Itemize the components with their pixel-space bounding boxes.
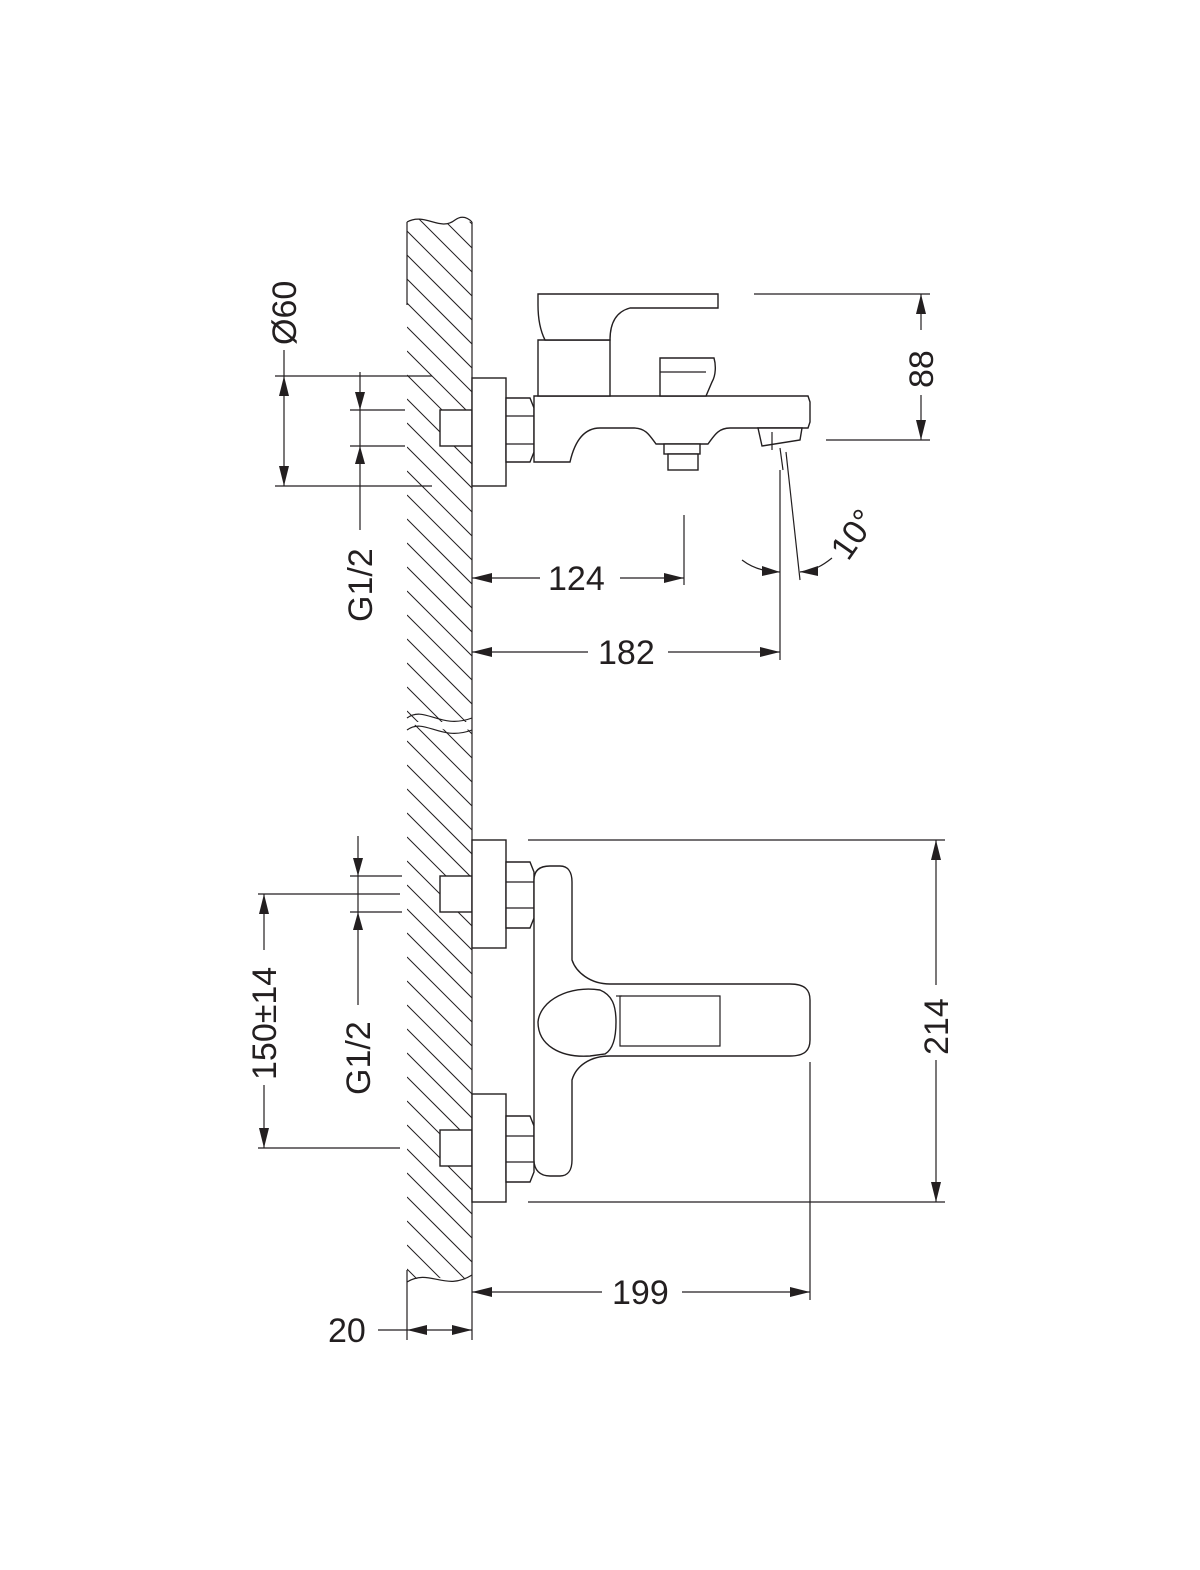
hatch-line [407,1244,472,1282]
hatch-line [407,1196,472,1263]
hatch-line [407,884,472,951]
hatch-line [407,1293,472,1358]
dim-214-label: 214 [918,998,956,1055]
mixer-side-view [439,293,811,487]
hatch-line [407,326,472,393]
dim-20-label: 20 [328,1312,366,1350]
dim-182-label: 182 [598,634,655,672]
hatch-line [407,1317,472,1382]
hatch-line [407,645,472,710]
mixer-body [533,395,811,463]
hatch-line [407,710,472,722]
wall-hatch-top [407,135,472,848]
hatch-line [407,219,472,249]
hatch-line [407,135,472,200]
hatch-line [407,740,472,807]
hatch-line [407,1004,472,1071]
hatch-line [407,219,472,225]
hatch-line [407,783,472,848]
hatch-line [407,735,472,800]
hatch-line [407,1052,472,1119]
hatch-line [407,1341,472,1406]
hatch-line [407,759,472,824]
hatch-line [407,724,472,783]
dim-angle-label: 10° [823,503,884,567]
dimension-lines [258,293,945,1340]
hatch-line [407,1172,472,1239]
hatch-line [407,956,472,1023]
wall-break-bottom [406,1274,473,1283]
flange-upper [471,839,507,949]
hatch-line [407,724,472,759]
flange-lower [471,1093,507,1203]
wall-break-middle [406,713,473,734]
cartridge-housing [537,339,611,397]
inlet-pipe-lower [439,1129,473,1167]
spout-aerator [757,427,803,447]
cartridge-cap [537,988,617,1057]
dim-199-label: 199 [612,1274,669,1312]
hatch-line [407,254,472,321]
hatch-line [407,590,472,657]
inlet-pipe-upper [439,875,473,913]
hatch-line [407,494,472,561]
wall-hatch-bottom [407,645,472,1430]
wall-break-top [406,216,473,225]
hatch-line [407,278,472,345]
hatch-line [407,1365,472,1430]
dim-centers-label: 150±14 [246,967,284,1080]
hatch-line [407,638,472,705]
hex-nut-upper [505,861,535,929]
hatch-line [407,1268,472,1282]
hatch-line [407,230,472,297]
hatch-line [407,614,472,681]
lever-handle [537,293,719,341]
dim-124-label: 124 [548,560,605,598]
dim-thread-top-label: G1/2 [342,548,380,622]
dim-diameter-label: Ø60 [266,281,304,345]
hatch-line [407,446,472,513]
diverter-knob [659,357,717,397]
hatch-line [407,908,472,975]
hatch-line [407,219,472,273]
hatch-line [407,788,472,855]
shower-outlet-nut [667,453,699,471]
hatch-line [407,302,472,369]
hatch-line [407,812,472,879]
hatch-line [407,980,472,1047]
shower-outlet [663,443,701,455]
dim-thread-bottom-label: G1/2 [340,1021,378,1095]
hex-nut-top [505,397,535,463]
dim-88-label: 88 [903,350,941,388]
hatch-line [407,518,472,585]
inlet-pipe-top [439,409,473,447]
hatch-line [407,422,472,489]
hatch-line [407,470,472,537]
hatch-line [407,662,472,722]
hatch-line [407,1220,472,1282]
hatch-line [407,1028,472,1095]
wall-section [406,135,473,1430]
mixer-front-body [533,865,811,1177]
hatch-line [407,764,472,831]
hatch-line [407,542,472,609]
hatch-line [407,1148,472,1215]
hatch-line [407,350,472,417]
hatch-line [407,932,472,999]
hatch-line [407,566,472,633]
dimension-labels: Ø60 G1/2 124 182 88 10° 150±14 G1/2 214 … [246,281,956,1350]
mixer-front-view [439,839,811,1203]
lever-front [619,995,721,1047]
hatch-line [407,724,472,735]
hex-nut-lower [505,1115,535,1183]
flange-top [471,377,507,487]
